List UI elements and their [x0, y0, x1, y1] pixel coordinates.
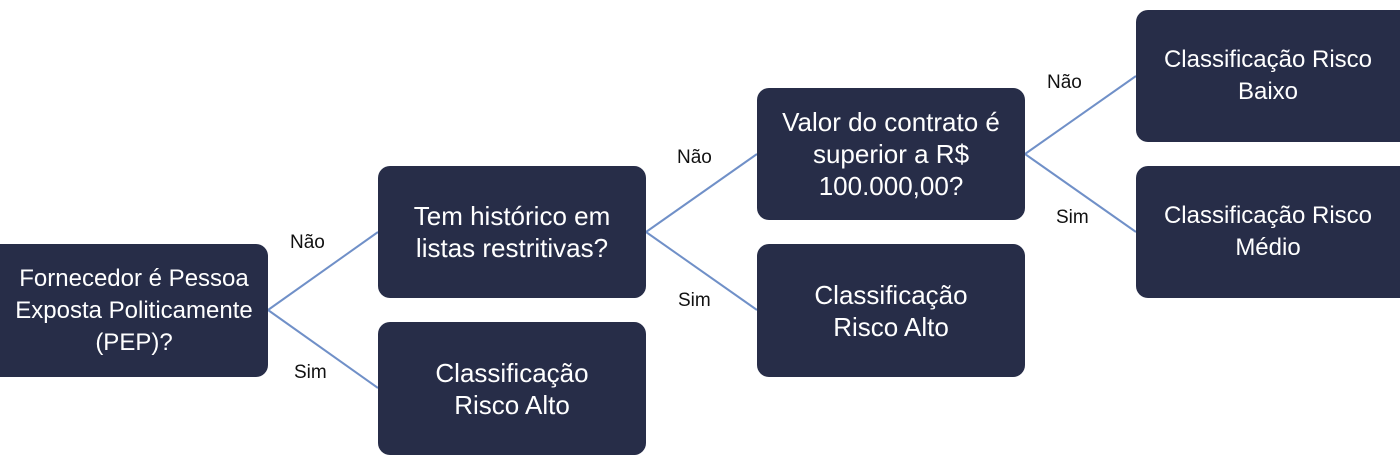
node-text: Classificação Risco Alto — [435, 357, 589, 420]
edge-pep-no — [267, 231, 379, 311]
node-medium-risk: Classificação Risco Médio — [1136, 166, 1400, 298]
label-pep-no: Não — [290, 232, 325, 253]
node-low-risk: Classificação Risco Baixo — [1136, 10, 1400, 142]
label-lists-no: Não — [677, 147, 712, 168]
edge-pep-yes — [267, 309, 379, 389]
node-text: Classificação Risco Alto — [814, 279, 968, 342]
node-text: Classificação Risco Médio — [1163, 202, 1373, 261]
node-text: Valor do contrato é superior a R$ 100.00… — [782, 107, 1000, 201]
node-text: Classificação Risco Baixo — [1163, 46, 1373, 105]
label-value-no: Não — [1047, 72, 1082, 93]
label-lists-yes: Sim — [678, 290, 711, 311]
node-high-risk-2: Classificação Risco Alto — [757, 244, 1025, 377]
node-restrictive-lists-question: Tem histórico em listas restritivas? — [378, 166, 646, 298]
node-pep-question: Fornecedor é Pessoa Exposta Politicament… — [0, 244, 268, 377]
edge-value-yes — [1024, 153, 1137, 233]
node-high-risk-1: Classificação Risco Alto — [378, 322, 646, 455]
node-text: Tem histórico em listas restritivas? — [413, 201, 611, 263]
label-pep-yes: Sim — [294, 362, 327, 383]
edge-lists-yes — [645, 231, 758, 311]
label-value-yes: Sim — [1056, 207, 1089, 228]
node-contract-value-question: Valor do contrato é superior a R$ 100.00… — [757, 88, 1025, 220]
edge-value-no — [1024, 75, 1137, 155]
node-text: Fornecedor é Pessoa Exposta Politicament… — [15, 264, 253, 356]
edge-lists-no — [645, 153, 758, 233]
